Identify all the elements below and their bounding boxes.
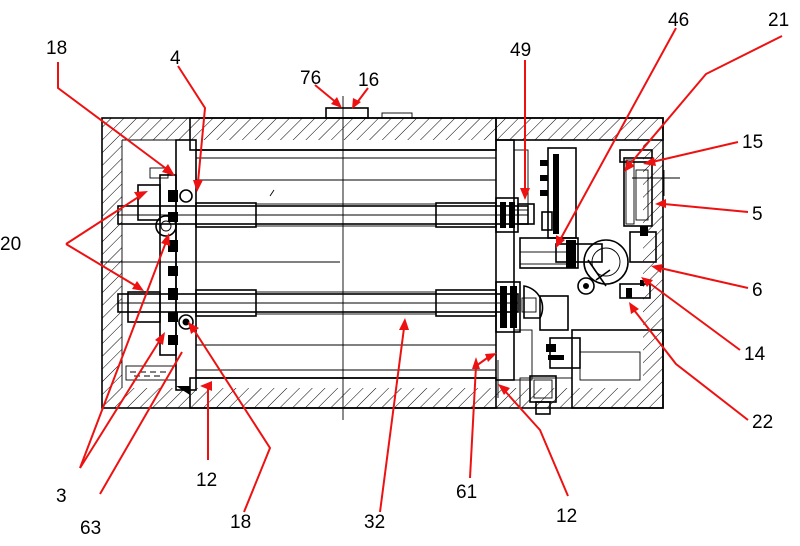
label-49: 49 (510, 40, 531, 61)
leader-lines (57, 27, 783, 513)
label-16: 16 (358, 70, 379, 91)
part-labels: 18 4 76 16 49 46 21 15 20 5 6 14 22 3 12… (0, 10, 789, 539)
upper-shaft (117, 197, 535, 233)
label-18-top: 18 (46, 38, 67, 59)
label-61: 61 (456, 482, 477, 503)
lower-right-block (571, 329, 664, 409)
right-flange (495, 139, 533, 381)
housing-wall-hatch (102, 118, 663, 408)
label-18-bottom: 18 (230, 512, 251, 533)
label-3: 3 (56, 486, 67, 507)
label-6: 6 (752, 280, 763, 301)
label-5: 5 (752, 204, 763, 225)
housing (101, 107, 664, 409)
drum-body (196, 149, 496, 379)
top-plate (325, 107, 369, 119)
label-12-left: 12 (196, 470, 217, 491)
label-12-right: 12 (556, 506, 577, 527)
label-21: 21 (768, 10, 789, 31)
housing-outer-outline (101, 117, 664, 409)
lower-shaft (117, 281, 521, 333)
label-20: 20 (0, 234, 21, 255)
label-46: 46 (668, 10, 689, 31)
label-32: 32 (364, 512, 385, 533)
label-76: 76 (300, 68, 321, 89)
label-22: 22 (752, 412, 773, 433)
label-15: 15 (742, 132, 763, 153)
left-flange (125, 139, 197, 395)
label-14: 14 (744, 344, 766, 365)
label-63: 63 (80, 518, 101, 539)
roller (583, 239, 629, 285)
label-4: 4 (170, 48, 181, 69)
